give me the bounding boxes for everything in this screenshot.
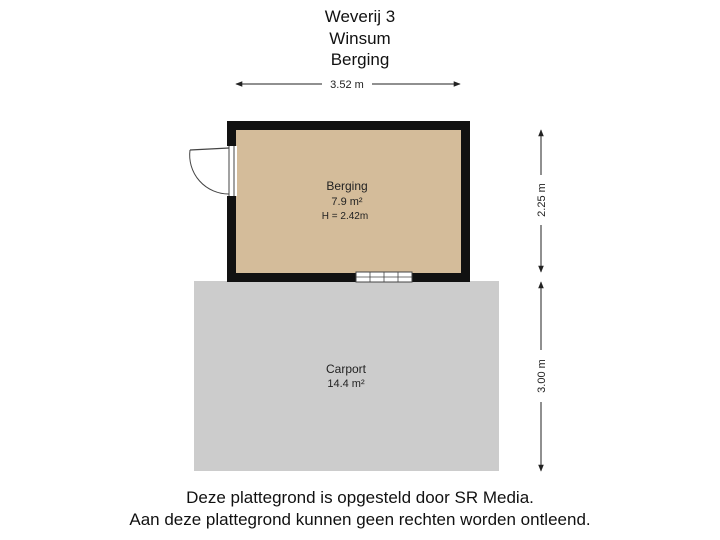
- berging-floor: [236, 130, 461, 273]
- footer-disclaimer-1: Deze plattegrond is opgesteld door SR Me…: [186, 488, 534, 507]
- footer-disclaimer-2: Aan deze plattegrond kunnen geen rechten…: [129, 510, 591, 529]
- berging-name: Berging: [326, 179, 367, 193]
- title-address: Weverij 3: [324, 7, 396, 26]
- berging-height: H = 2.42m: [322, 211, 368, 222]
- dim-berging-label: 2.25 m: [536, 183, 548, 217]
- carport-area: 14.4 m²: [327, 378, 365, 390]
- berging-area: 7.9 m²: [331, 196, 363, 208]
- dim-width-label: 3.52 m: [330, 79, 364, 91]
- carport-floor: [194, 281, 499, 471]
- title-city: Winsum: [329, 29, 391, 48]
- door-swing-arc: [189, 149, 230, 195]
- door-leaf: [189, 147, 230, 151]
- dim-carport-label: 3.00 m: [536, 359, 548, 393]
- title-floor: Berging: [330, 50, 390, 69]
- carport-name: Carport: [326, 362, 367, 376]
- door-opening: [226, 146, 237, 196]
